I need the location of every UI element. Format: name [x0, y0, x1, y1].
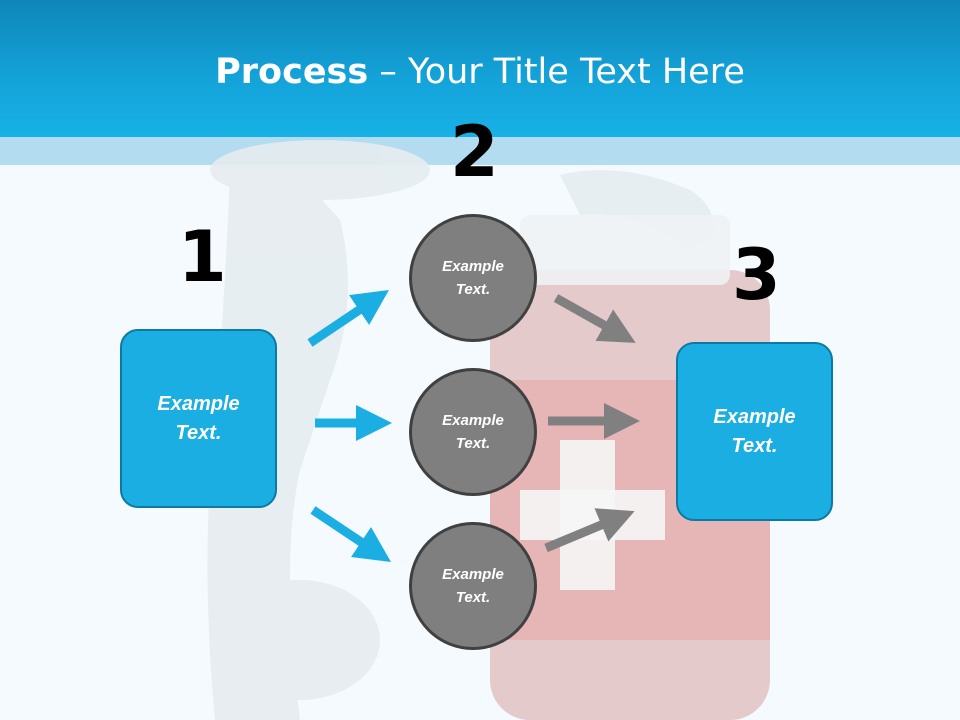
- circle-bottom-text: Example Text.: [442, 565, 504, 606]
- circle-middle-text: Example Text.: [442, 411, 504, 452]
- figure-knee-shape: [220, 580, 380, 700]
- title-rest: – Your Title Text Here: [368, 52, 745, 92]
- circle-top-text: Example Text.: [442, 257, 504, 298]
- step-number-3: 3: [732, 234, 781, 316]
- step-1-text: Example Text.: [157, 392, 240, 444]
- arrow-to-circle-3: [310, 506, 391, 562]
- step-2-circle-bottom[interactable]: Example Text.: [409, 522, 537, 650]
- bottle-cap-shape: [520, 215, 730, 285]
- step-3-box[interactable]: Example Text.: [676, 342, 833, 521]
- step-2-circle-top[interactable]: Example Text.: [409, 214, 537, 342]
- arrow-from-circle-3: [544, 508, 635, 553]
- title-bar: [0, 0, 960, 137]
- title-bold: Process: [215, 52, 369, 92]
- step-number-2: 2: [450, 111, 499, 193]
- title-band: [0, 137, 960, 165]
- slide-title: Process – Your Title Text Here: [0, 52, 960, 92]
- arrow-from-circle-1: [553, 294, 636, 343]
- step-2-circle-middle[interactable]: Example Text.: [409, 368, 537, 496]
- step-number-1: 1: [178, 216, 227, 298]
- step-1-box[interactable]: Example Text.: [120, 329, 277, 508]
- figure-body-shape: [207, 166, 348, 720]
- arrow-to-circle-1: [307, 289, 389, 347]
- step-3-text: Example Text.: [713, 405, 796, 457]
